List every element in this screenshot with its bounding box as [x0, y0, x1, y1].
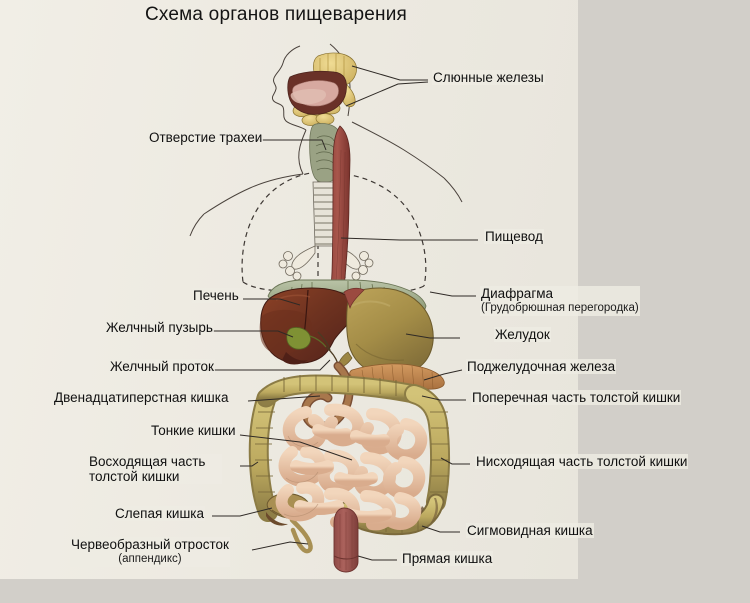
label-small-intestines: Тонкие кишки — [150, 423, 237, 438]
label-trachea-opening: Отверстие трахеи — [148, 130, 264, 145]
label-diaphragm-main: Диафрагма — [481, 286, 554, 301]
label-diaphragm: Диафрагма (Грудобрюшная перегородка) — [480, 286, 640, 316]
label-sigmoid-colon: Сигмовидная кишка — [466, 523, 594, 538]
label-appendix-sub: (аппендикс) — [118, 553, 182, 565]
label-appendix-main: Червеобразный отросток — [71, 537, 229, 552]
label-esophagus: Пищевод — [484, 229, 544, 244]
label-salivary-glands: Слюнные железы — [432, 70, 545, 85]
trachea — [278, 181, 374, 281]
small-intestine-organ — [275, 403, 428, 531]
gallbladder-organ — [286, 327, 327, 350]
small-intestine-outline — [283, 435, 319, 517]
label-duodenum: Двенадцатиперстная кишка — [53, 390, 230, 405]
mouth-and-pharynx — [287, 70, 347, 115]
label-ascending-colon: Восходящая часть толстой кишки — [88, 454, 222, 484]
label-stomach: Желудок — [494, 327, 551, 342]
anatomy-illustration — [189, 43, 478, 573]
label-pancreas: Поджелудочная железа — [466, 359, 617, 374]
rectum-organ — [333, 507, 359, 573]
label-ascending-colon-text: Восходящая часть толстой кишки — [89, 454, 206, 484]
label-liver: Печень — [192, 288, 240, 303]
appendix-organ — [289, 517, 313, 554]
label-diaphragm-sub: (Грудобрюшная перегородка) — [481, 302, 639, 314]
label-rectum: Прямая кишка — [401, 551, 494, 566]
label-cecum: Слепая кишка — [114, 506, 206, 521]
label-transverse-colon: Поперечная часть толстой кишки — [471, 390, 682, 405]
label-appendix: Червеобразный отросток (аппендикс) — [70, 537, 230, 567]
label-bile-duct: Желчный проток — [109, 359, 215, 374]
page-title: Схема органов пищеварения — [145, 4, 407, 25]
label-gallbladder: Желчный пузырь — [105, 320, 214, 335]
stomach-organ — [337, 287, 434, 377]
leader-lines — [204, 65, 478, 561]
label-descending-colon: Нисходящая часть толстой кишки — [475, 454, 689, 469]
